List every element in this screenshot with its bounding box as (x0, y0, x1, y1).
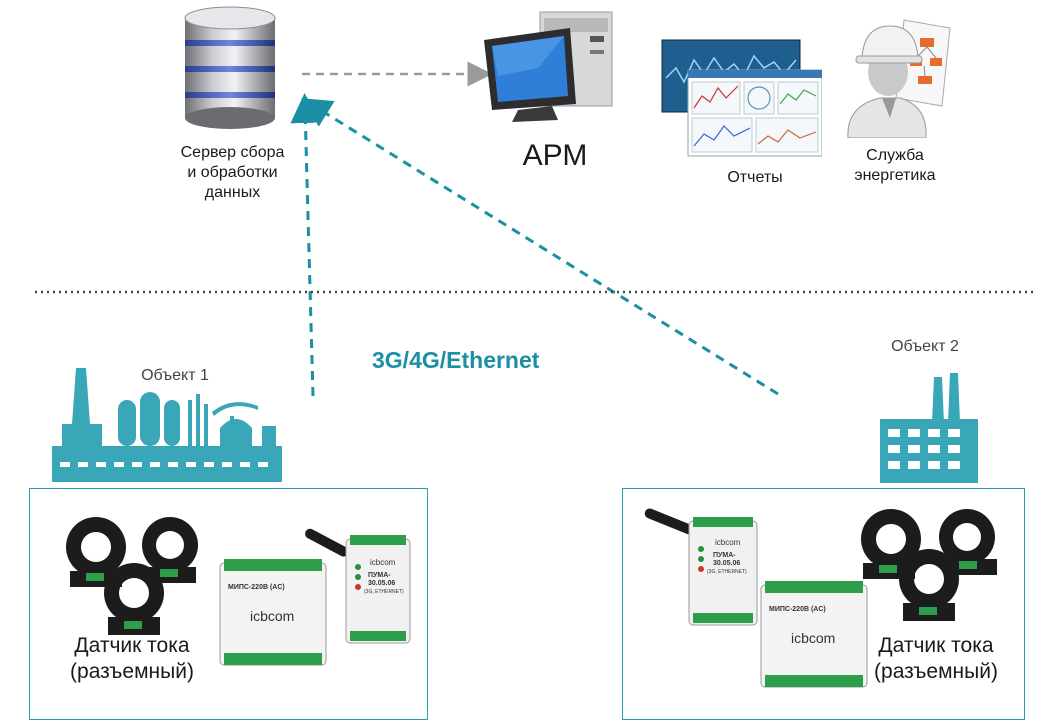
object2-panel: icbcom ПУМА- 30.05.06 (3G, ETHERNET) МИП… (622, 488, 1025, 720)
server-label-line2: и обработки (187, 164, 278, 181)
object2-sensor-label: Датчик тока (разъемный) (851, 633, 1021, 686)
reports-icon (660, 38, 823, 158)
object1-sensor-label: Датчик тока (разъемный) (42, 633, 222, 686)
mips-device-text: МИПС-220В (AC) (769, 606, 826, 613)
database-server-icon (180, 6, 280, 130)
energy-service-label-line1: Служба (866, 147, 924, 164)
object2-to-server-arrow (301, 98, 779, 396)
puma-brand-text: icbcom (370, 558, 396, 567)
current-sensor-icon (56, 511, 206, 641)
object1-sensor-label-line2: (разъемный) (70, 660, 194, 684)
object2-sensor-label-line1: Датчик тока (878, 634, 994, 657)
current-sensor-icon (849, 503, 1009, 629)
puma-text-line3: (3G, ETHERNET) (707, 569, 747, 575)
puma-text-line2: 30.05.06 (368, 580, 395, 587)
puma-text-line3: (3G, ETHERNET) (364, 589, 404, 595)
object1-to-server-arrow (290, 93, 321, 397)
mips-brand-text: icbcom (250, 608, 294, 624)
energy-service-label: Служба энергетика (835, 146, 955, 186)
mips-module-icon: МИПС-220В (AC) icbcom (218, 559, 328, 669)
reports-label: Отчеты (727, 169, 783, 186)
puma-text-line1: ПУМА- (368, 572, 391, 579)
object1-panel: МИПС-220В (AC) icbcom icbcom ПУМА- 30.05… (29, 488, 428, 720)
energy-service-label-line2: энергетика (854, 167, 936, 184)
server-label-line1: Сервер сбора (180, 144, 285, 161)
puma-text-line1: ПУМА- (713, 552, 736, 559)
object1-sensor-label-line1: Датчик тока (74, 634, 190, 657)
puma-text-line2: 30.05.06 (713, 560, 740, 567)
object2-sensor-label-line2: (разъемный) (874, 660, 998, 684)
puma-modem-icon: icbcom ПУМА- 30.05.06 (3G, ETHERNET) (298, 519, 418, 647)
puma-modem-icon: icbcom ПУМА- 30.05.06 (3G, ETHERNET) (633, 499, 763, 629)
mips-device-text: МИПС-220В (AC) (228, 584, 285, 591)
arm-label: АРМ (522, 139, 588, 172)
engineer-icon (838, 14, 956, 139)
puma-brand-text: icbcom (715, 538, 741, 547)
mips-brand-text: icbcom (791, 630, 835, 646)
object2-label: Объект 2 (891, 338, 959, 355)
server-label-line3: данных (204, 184, 261, 201)
network-label: 3G/4G/Ethernet (372, 347, 540, 373)
object1-label: Объект 1 (141, 367, 209, 384)
office-factory-icon (880, 373, 978, 483)
mips-module-icon: МИПС-220В (AC) icbcom (759, 581, 869, 691)
workstation-icon (478, 6, 618, 124)
server-label: Сервер сбора и обработки данных (150, 143, 315, 203)
industrial-plant-icon (52, 366, 282, 482)
